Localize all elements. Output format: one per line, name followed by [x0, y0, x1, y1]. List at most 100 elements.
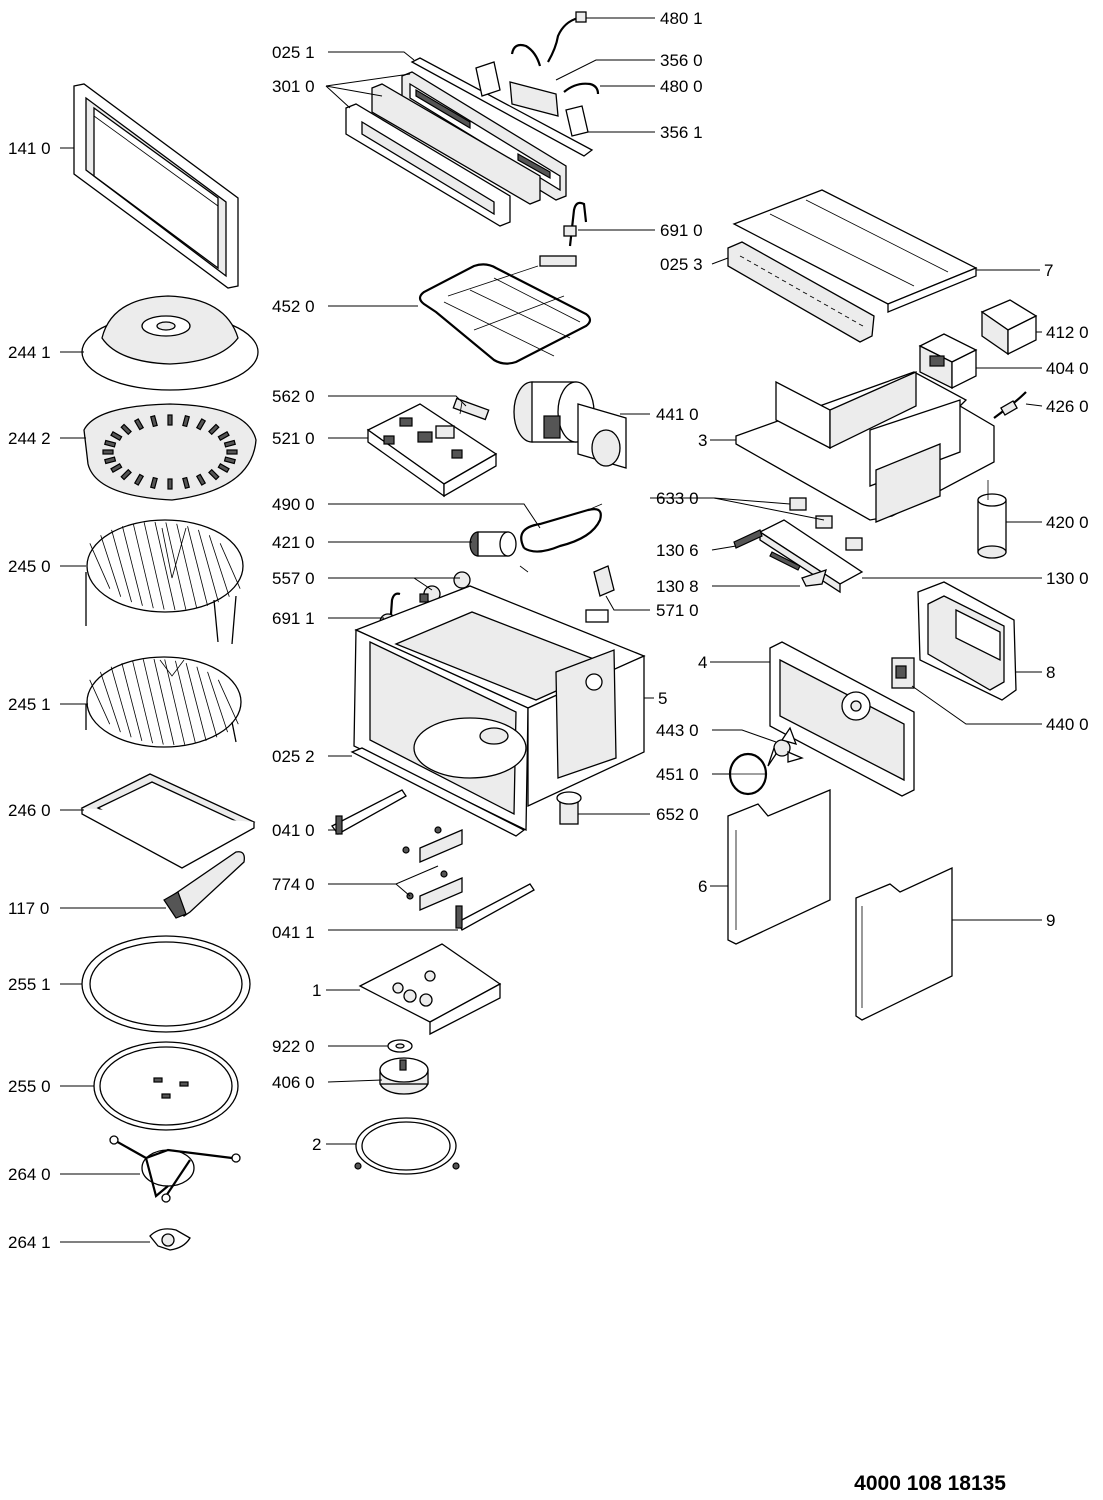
callout-c27: 557 0	[272, 569, 460, 591]
callout-c22: 633 0	[650, 489, 825, 521]
leader-line	[711, 257, 729, 265]
grille-slot	[795, 287, 801, 291]
leader-line	[328, 865, 439, 885]
leader-line	[605, 595, 650, 611]
part-crisp-plate	[83, 403, 257, 501]
grille-slot	[851, 319, 857, 323]
callout-label: 443 0	[656, 721, 699, 740]
callout-c37: 440 0	[911, 685, 1089, 734]
leader-line	[555, 59, 655, 81]
crisp-plate-slot	[167, 414, 173, 426]
callout-label: 9	[1046, 911, 1055, 930]
callout-label: 245 1	[8, 695, 51, 714]
part-transformer	[980, 299, 1038, 356]
callout-c29: 130 0	[862, 569, 1089, 588]
grille-slot	[767, 271, 773, 275]
callout-label: 922 0	[272, 1037, 315, 1056]
part-cavity	[353, 585, 646, 832]
callout-label: 691 1	[272, 609, 315, 628]
rack-wire	[217, 679, 239, 725]
callout-c13: 412 0	[1036, 323, 1089, 342]
callout-c21: 490 0	[272, 495, 541, 529]
leader-line	[711, 545, 737, 551]
rack-wire	[143, 522, 165, 610]
part-hinge-plates	[402, 826, 463, 911]
callout-label: 141 0	[8, 139, 51, 158]
part-grill-element	[418, 255, 592, 365]
callout-c06: 356 1	[588, 123, 703, 142]
rack-wire	[121, 663, 143, 741]
crisp-plate-slot	[217, 462, 230, 474]
callout-c26: 130 6	[656, 541, 737, 560]
grille-slot	[830, 307, 836, 311]
callout-label: 130 0	[1046, 569, 1089, 588]
part-turntable-glass	[93, 1041, 239, 1131]
callout-label: 244 1	[8, 343, 51, 362]
callout-c05: 480 0	[600, 77, 703, 96]
grille-slot	[809, 295, 815, 299]
crisp-plate-slot	[104, 439, 117, 448]
rack-wire	[153, 658, 175, 746]
callout-label: 421 0	[272, 533, 315, 552]
callout-c53: 2	[312, 1135, 356, 1154]
callout-label: 025 1	[272, 43, 315, 62]
callout-c47: 9	[952, 911, 1055, 930]
rack-wire	[165, 522, 187, 610]
rack-wire	[100, 671, 121, 733]
part-door	[73, 83, 239, 289]
crisp-plate-slot	[133, 473, 145, 486]
part-bottom-plate	[358, 943, 502, 1036]
grille-slot	[858, 323, 864, 327]
grille-slot	[760, 267, 766, 271]
callout-label: 440 0	[1046, 715, 1089, 734]
crisp-plate-slot	[120, 423, 132, 436]
grille-slot	[837, 311, 843, 315]
callout-c20: 3	[698, 431, 736, 450]
leader-line	[713, 497, 825, 521]
callout-label: 426 0	[1046, 397, 1089, 416]
callout-c15: 562 0	[272, 387, 467, 407]
grille-slot	[844, 315, 850, 319]
callout-c14: 404 0	[976, 359, 1089, 378]
crisp-plate-slot	[104, 456, 117, 465]
part-harness	[519, 503, 603, 573]
callout-c28: 130 8	[656, 577, 800, 596]
rack-wire	[208, 535, 230, 597]
rack-wire	[164, 659, 186, 745]
leader-line	[395, 883, 411, 897]
crisp-plate-slot	[167, 478, 173, 490]
crisp-plate-slot	[102, 449, 114, 455]
callout-label: 3	[698, 431, 707, 450]
leader-line	[328, 51, 415, 61]
callout-label: 562 0	[272, 387, 315, 406]
rack-wire	[142, 659, 164, 745]
callout-c25: 245 0	[8, 557, 86, 576]
leader-line	[712, 729, 777, 743]
part-fan-motor	[513, 381, 627, 469]
callout-c44: 774 0	[272, 865, 439, 897]
rack-wire	[111, 529, 132, 603]
grille-slot	[823, 303, 829, 307]
callout-label: 480 0	[660, 77, 703, 96]
crisp-plate-slot	[223, 456, 236, 465]
rack-wire	[185, 663, 207, 741]
callout-label: 041 0	[272, 821, 315, 840]
leader-line	[328, 395, 467, 407]
callout-c50: 922 0	[272, 1037, 388, 1056]
leader-line	[911, 685, 1042, 725]
crisp-plate-slot	[182, 476, 191, 489]
grille-slot	[781, 279, 787, 283]
rack-wire	[132, 660, 153, 744]
part-sensor-691-0	[563, 201, 588, 247]
callout-c51: 255 0	[8, 1077, 94, 1096]
callout-label: 264 0	[8, 1165, 51, 1184]
callout-label: 356 0	[660, 51, 703, 70]
part-roller-ring	[81, 935, 251, 1033]
callout-label: 441 0	[656, 405, 699, 424]
rack-wire	[122, 526, 143, 606]
callout-c49: 1	[312, 981, 360, 1000]
callout-c11: 452 0	[272, 297, 418, 316]
callout-label: 1	[312, 981, 321, 1000]
